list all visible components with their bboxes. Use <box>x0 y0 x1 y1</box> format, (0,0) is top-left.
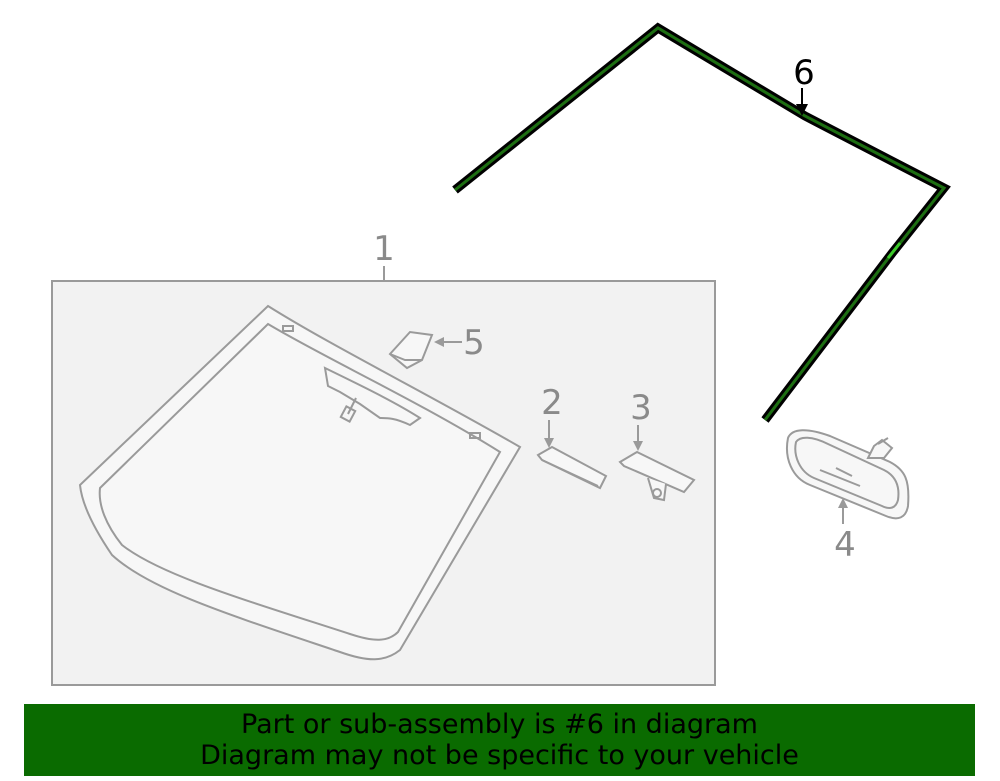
banner-line-2: Diagram may not be specific to your vehi… <box>200 740 799 771</box>
callout-4: 4 <box>834 525 856 565</box>
windshield-glass[interactable] <box>78 304 522 661</box>
callout-arrow-6 <box>796 88 808 116</box>
callout-2: 2 <box>541 383 563 423</box>
banner-line-1: Part or sub-assembly is #6 in diagram <box>241 709 758 740</box>
callout-arrow-5 <box>434 337 462 347</box>
rain-sensor-bracket[interactable] <box>536 445 608 490</box>
mirror-mount-cover[interactable] <box>618 450 696 502</box>
callout-6: 6 <box>793 53 815 93</box>
info-banner: Part or sub-assembly is #6 in diagram Di… <box>24 704 975 776</box>
callout-5: 5 <box>463 323 485 363</box>
callout-1: 1 <box>373 229 395 269</box>
callout-3: 3 <box>630 388 652 428</box>
callout-arrow-4 <box>838 498 848 524</box>
rear-view-mirror[interactable] <box>786 429 910 520</box>
callout-arrow-3 <box>633 425 643 451</box>
sensor-cover[interactable] <box>388 330 434 370</box>
callout-arrow-2 <box>544 420 554 448</box>
windshield-molding[interactable] <box>452 22 951 423</box>
